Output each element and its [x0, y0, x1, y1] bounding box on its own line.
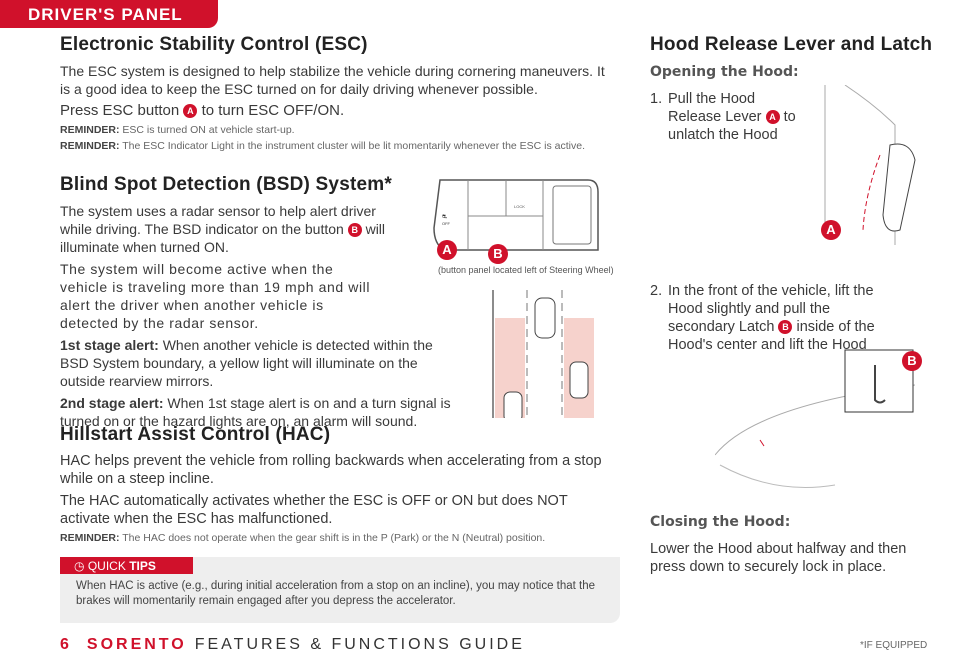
text: When another vehicle is detected within …	[60, 337, 433, 389]
hood-lever-image	[815, 84, 935, 245]
bsd-stage2: 2nd stage alert: When 1st stage alert is…	[60, 394, 460, 430]
if-equipped-note: *IF EQUIPPED	[860, 640, 928, 651]
esc-press: Press ESC button A to turn ESC OFF/ON.	[60, 102, 615, 120]
badge-a: A	[183, 104, 198, 119]
badge-b: B	[347, 223, 362, 238]
num: 2.	[650, 283, 663, 299]
label: 1st stage alert:	[60, 337, 159, 353]
badge-a-image: A	[437, 240, 457, 260]
bsd-section: Blind Spot Detection (BSD) System* The s…	[60, 174, 460, 434]
esc-reminder-2: REMINDER: The ESC Indicator Light in the…	[60, 140, 615, 152]
clock-icon: ◷	[74, 559, 85, 573]
text: The ESC Indicator Light in the instrumen…	[122, 140, 586, 152]
step-1: 1. Pull the Hood Release Lever A to unla…	[650, 90, 940, 144]
closing-heading: Closing the Hood:	[650, 514, 791, 530]
text: In the front of the vehicle, lift the Ho…	[668, 283, 874, 335]
bsd-p1: The system uses a radar sensor to help a…	[60, 202, 405, 256]
text: TIPS	[129, 559, 156, 573]
text: to turn ESC OFF/ON.	[201, 102, 345, 119]
closing-section: Closing the Hood: Lower the Hood about h…	[650, 514, 910, 580]
hood-title: Hood Release Lever and Latch	[650, 34, 933, 55]
svg-text:⛐: ⛐	[442, 214, 447, 220]
bsd-lane-diagram	[490, 290, 600, 423]
svg-text:LOCK: LOCK	[514, 204, 525, 209]
hac-p1: HAC helps prevent the vehicle from rolli…	[60, 453, 602, 487]
text: inside of the Hood's center and lift the…	[668, 319, 875, 353]
panel-caption: (button panel located left of Steering W…	[438, 265, 614, 275]
closing-text: Lower the Hood about halfway and then pr…	[650, 541, 907, 575]
text: Pull the Hood Release Lever	[668, 91, 762, 125]
hood-section: Hood Release Lever and Latch Opening the…	[650, 34, 940, 144]
text: The system uses a radar sensor to help a…	[60, 203, 376, 237]
quick-tips-label: ◷ QUICK TIPS	[60, 557, 193, 574]
text: Press ESC button	[60, 102, 180, 119]
badge-a: A	[765, 110, 780, 125]
bsd-p2: The system will become active when the v…	[60, 261, 371, 331]
footer: 6 SORENTO FEATURES & FUNCTIONS GUIDE	[60, 636, 525, 654]
section-tab: DRIVER'S PANEL	[0, 0, 218, 28]
brand: SORENTO	[86, 636, 187, 653]
hac-title: Hillstart Assist Control (HAC)	[60, 424, 331, 445]
text: QUICK	[87, 559, 126, 573]
guide-title: FEATURES & FUNCTIONS GUIDE	[194, 636, 525, 653]
text: will illuminate when turned ON.	[60, 221, 386, 255]
esc-section: Electronic Stability Control (ESC) The E…	[60, 34, 615, 156]
num: 1.	[650, 91, 663, 107]
label: REMINDER:	[60, 140, 120, 152]
label: 2nd stage alert:	[60, 395, 164, 411]
text: The HAC does not operate when the gear s…	[122, 532, 546, 544]
text: In the front of the vehicle, lift the Ho…	[668, 282, 880, 354]
badge-b-hood: B	[902, 351, 922, 371]
button-panel-image: ⛐ OFF LOCK	[428, 178, 603, 256]
bsd-title: Blind Spot Detection (BSD) System*	[60, 174, 392, 195]
text: Pull the Hood Release Lever A to unlatch…	[668, 90, 808, 144]
opening-heading: Opening the Hood:	[650, 64, 799, 80]
bsd-stage1: 1st stage alert: When another vehicle is…	[60, 336, 460, 390]
hac-p2: The HAC automatically activates whether …	[60, 493, 568, 527]
esc-title: Electronic Stability Control (ESC)	[60, 34, 368, 55]
label: REMINDER:	[60, 124, 120, 136]
badge-b-image: B	[488, 244, 508, 264]
hac-section: Hillstart Assist Control (HAC) HAC helps…	[60, 424, 615, 548]
esc-body: The ESC system is designed to help stabi…	[60, 63, 605, 97]
page-number: 6	[60, 636, 69, 653]
text: to unlatch the Hood	[668, 109, 796, 143]
label: REMINDER:	[60, 532, 120, 544]
hood-latch-image	[714, 345, 916, 495]
text: ESC is turned ON at vehicle start-up.	[122, 124, 295, 136]
quick-tips-text: When HAC is active (e.g., during initial…	[76, 580, 596, 607]
badge-a-hood: A	[821, 220, 841, 240]
step-2: 2. In the front of the vehicle, lift the…	[650, 282, 880, 354]
text: When 1st stage alert is on and a turn si…	[60, 395, 451, 429]
badge-b: B	[778, 320, 793, 335]
hac-reminder: REMINDER: The HAC does not operate when …	[60, 532, 615, 544]
esc-reminder-1: REMINDER: ESC is turned ON at vehicle st…	[60, 124, 615, 136]
svg-text:OFF: OFF	[442, 221, 451, 226]
